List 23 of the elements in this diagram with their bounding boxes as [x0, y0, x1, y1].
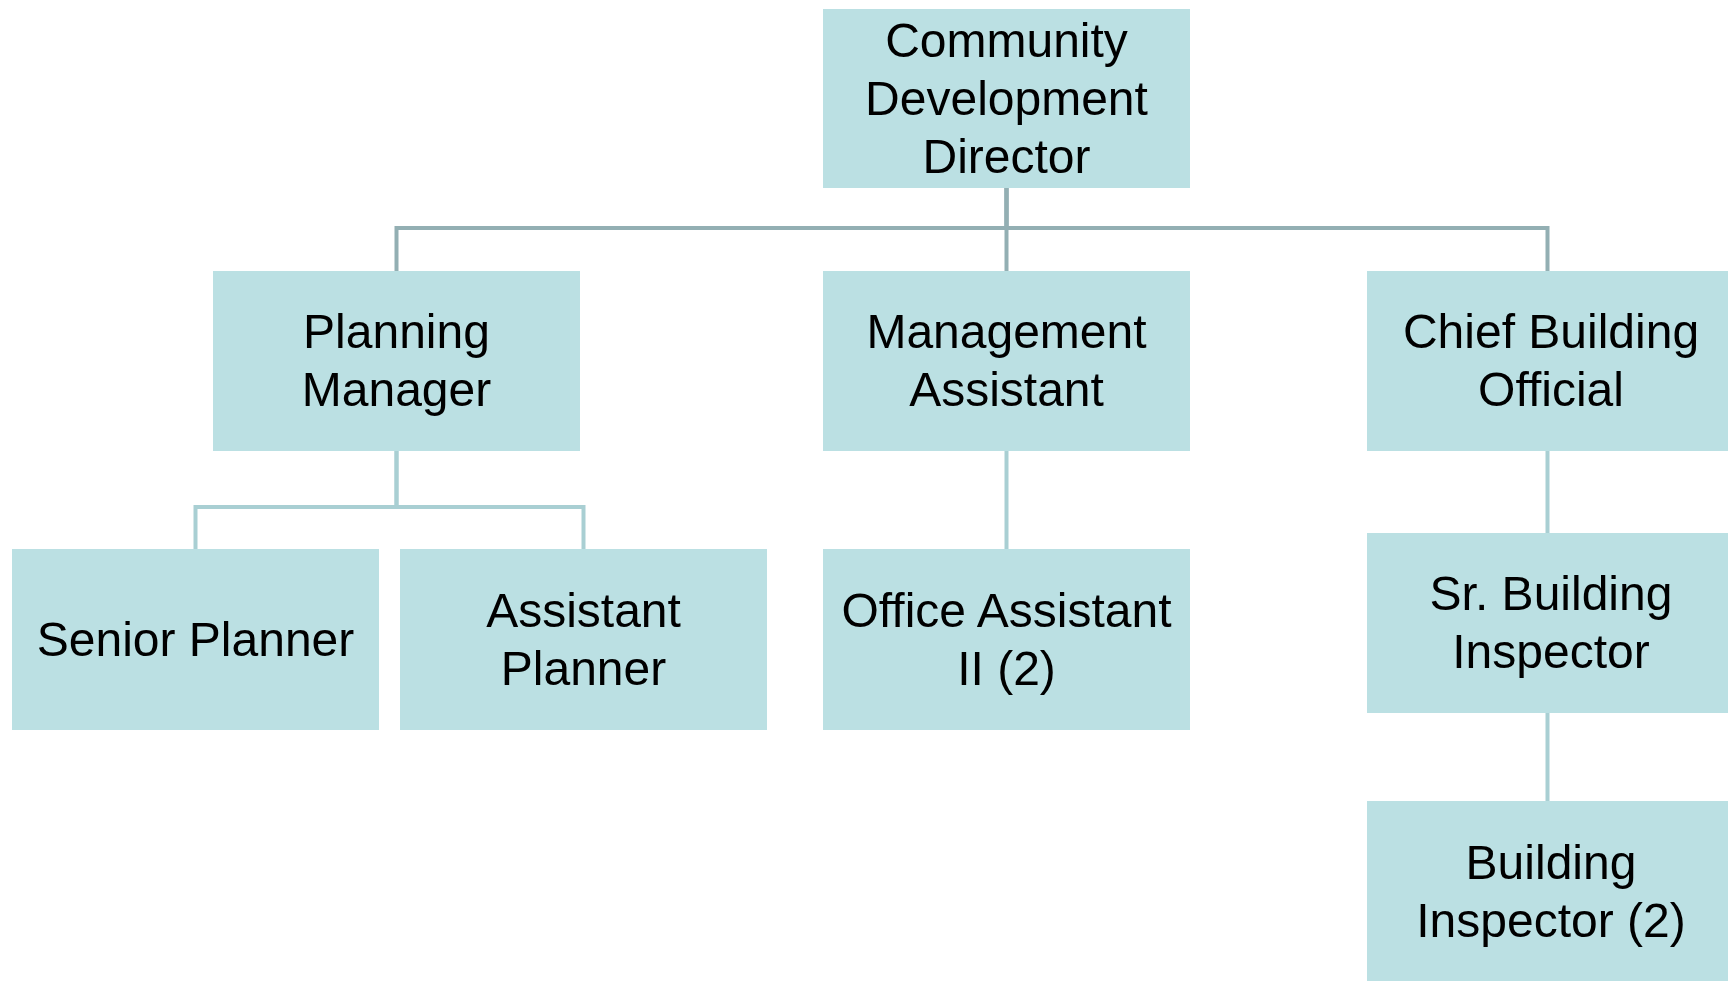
- connector-line: [1545, 713, 1550, 801]
- connector-line: [394, 451, 586, 549]
- position-box: [1367, 533, 1728, 713]
- connector-line: [1004, 451, 1009, 549]
- job-title: Assistant Planner: [485, 582, 682, 697]
- job-title: Building Inspector (2): [1415, 834, 1687, 949]
- job-title: Community Development Director: [864, 12, 1149, 185]
- position-box: [400, 549, 767, 730]
- position-box: [823, 271, 1190, 451]
- connector-line: [1545, 451, 1550, 533]
- position-box: [213, 271, 580, 451]
- job-title: Chief Building Official: [1401, 304, 1701, 418]
- job-title: Senior Planner: [36, 611, 355, 668]
- job-title: Management Assistant: [865, 304, 1148, 418]
- job-title: Planning Manager: [300, 304, 493, 418]
- job-title: Office Assistant II (2): [840, 582, 1173, 697]
- position-box: [1367, 271, 1728, 451]
- position-box: [1367, 801, 1728, 981]
- position-box: [12, 549, 379, 730]
- position-box: [823, 9, 1190, 188]
- position-box: [823, 549, 1190, 730]
- job-title: Sr. Building Inspector: [1428, 566, 1674, 680]
- connector-line: [1004, 188, 1550, 271]
